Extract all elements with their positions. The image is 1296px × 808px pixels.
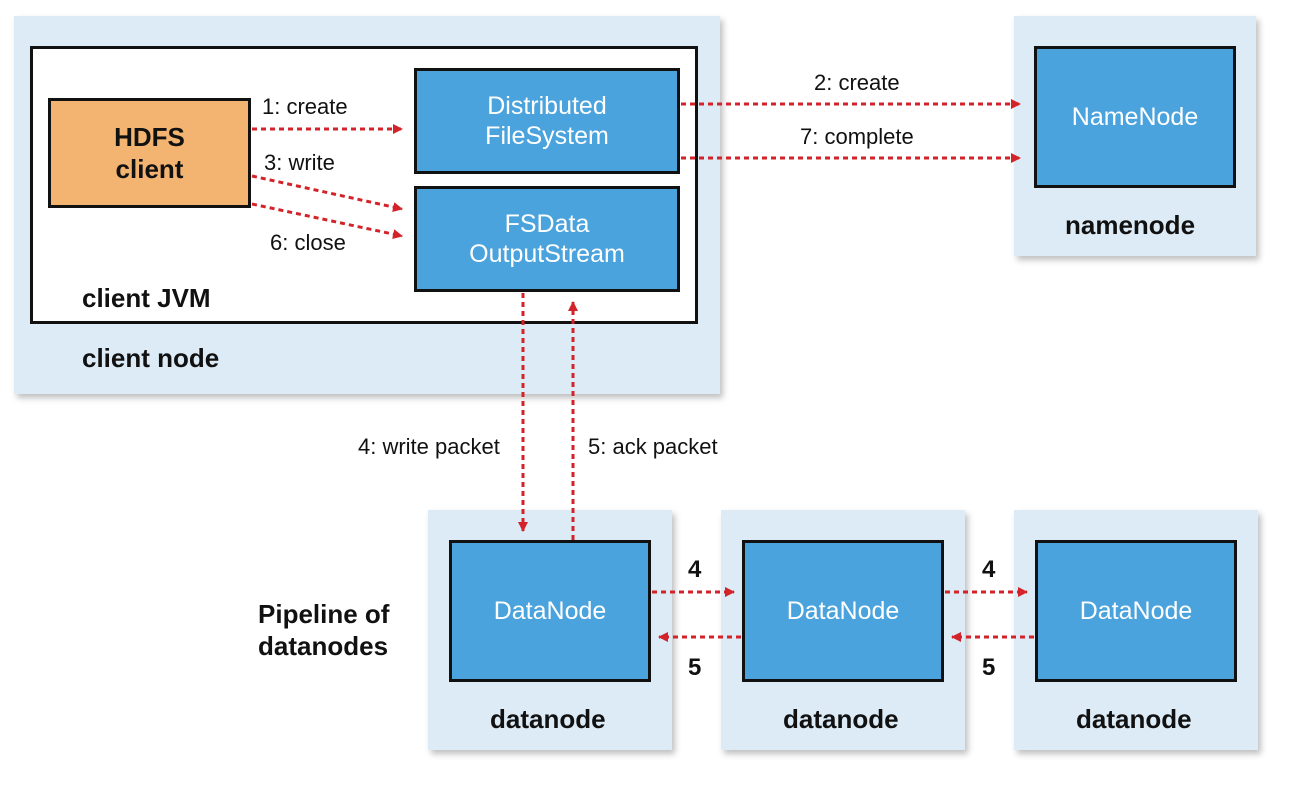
pipe-back-label-1: 5 bbox=[688, 654, 702, 681]
distributed-filesystem-box[interactable]: Distributed FileSystem bbox=[414, 68, 680, 174]
step-create-nn: 2: create bbox=[814, 70, 900, 95]
step-create-client: 1: create bbox=[262, 94, 348, 119]
datanode-box-3[interactable]: DataNode bbox=[1035, 540, 1237, 682]
pipe-fwd-label-2: 4 bbox=[982, 556, 996, 583]
namenode-box[interactable]: NameNode bbox=[1034, 46, 1236, 188]
pipe-fwd-label-1: 4 bbox=[688, 556, 702, 583]
pipe-back-label-2: 5 bbox=[982, 654, 996, 681]
step-close: 6: close bbox=[270, 230, 346, 255]
client-node-label: client node bbox=[82, 343, 220, 373]
datanode-box-1[interactable]: DataNode bbox=[449, 540, 651, 682]
step-ack-packet: 5: ack packet bbox=[588, 434, 718, 459]
datanode-label-3: datanode bbox=[1076, 704, 1192, 734]
namenode-label: namenode bbox=[1065, 210, 1196, 240]
step-complete: 7: complete bbox=[800, 124, 914, 149]
datanode-box-2[interactable]: DataNode bbox=[742, 540, 944, 682]
pipeline-label: Pipeline of datanodes bbox=[258, 599, 390, 661]
datanode-label-1: datanode bbox=[490, 704, 606, 734]
fsdataoutputstream-box[interactable]: FSData OutputStream bbox=[414, 186, 680, 292]
datanode-label-2: datanode bbox=[783, 704, 899, 734]
arrow-close bbox=[251, 202, 403, 240]
step-write: 3: write bbox=[264, 150, 335, 175]
hdfs-client-box[interactable]: HDFS client bbox=[48, 98, 251, 208]
step-write-packet: 4: write packet bbox=[358, 434, 500, 459]
arrow-write bbox=[251, 174, 403, 212]
client-jvm-label: client JVM bbox=[82, 283, 211, 313]
